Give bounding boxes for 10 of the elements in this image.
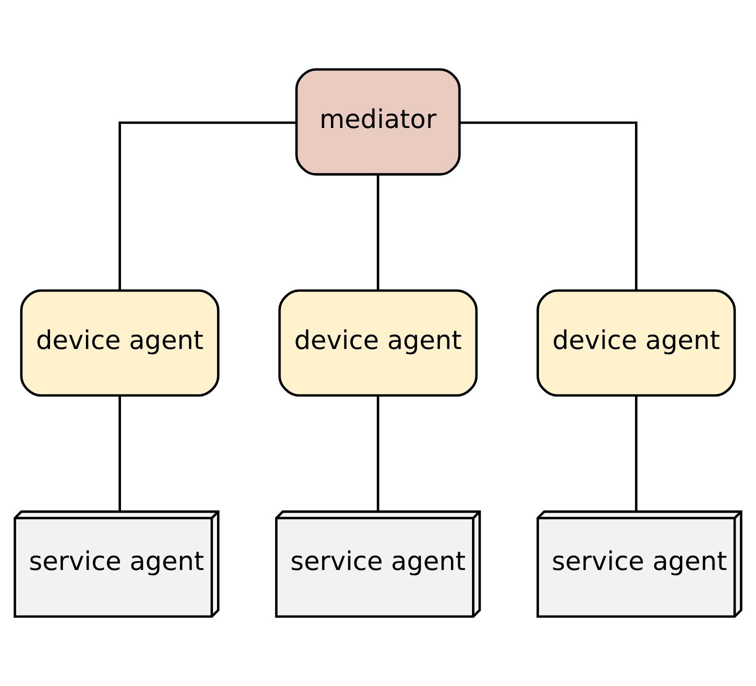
node-box: device agent bbox=[20, 289, 220, 397]
node-box: device agent bbox=[278, 289, 478, 397]
connector bbox=[376, 396, 380, 512]
node-box: device agent bbox=[536, 289, 736, 397]
connector bbox=[118, 122, 296, 290]
connector bbox=[635, 396, 638, 512]
node-box: mediator bbox=[295, 68, 461, 176]
connector bbox=[460, 122, 638, 290]
connector bbox=[118, 396, 121, 512]
connector bbox=[376, 174, 380, 290]
